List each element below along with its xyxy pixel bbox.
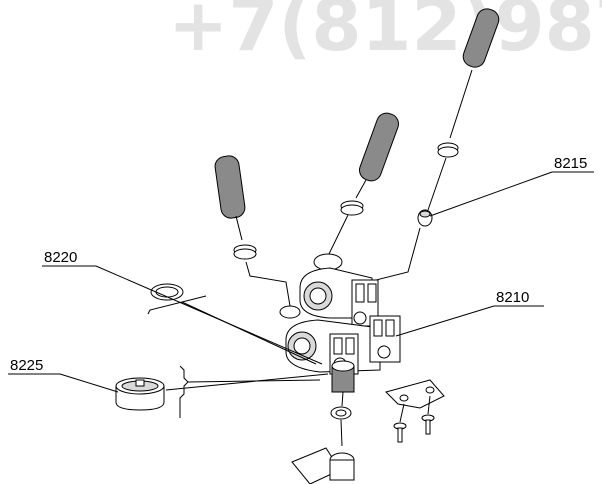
nipple-8215 xyxy=(417,209,433,227)
phone-watermark: +7(812)987-08 xyxy=(168,0,602,67)
lower-washer xyxy=(330,406,352,420)
callout-label-8215: 8215 xyxy=(554,155,587,172)
callout-8215: 8215 xyxy=(429,155,594,217)
hose-connector-bottom xyxy=(291,447,355,484)
hose-clamp-middle xyxy=(340,200,364,216)
hose-left xyxy=(214,155,246,219)
screw-left xyxy=(393,422,407,443)
callout-8220: 8220 xyxy=(42,249,323,365)
callout-label-8220: 8220 xyxy=(44,249,77,266)
hose-clamp-left xyxy=(233,244,257,260)
solenoid-valve-assembly xyxy=(279,253,401,393)
callout-8225: 8225 xyxy=(8,357,119,393)
callout-label-8225: 8225 xyxy=(10,357,43,374)
hose-clamp-right xyxy=(437,142,459,158)
callout-label-8210: 8210 xyxy=(496,289,529,306)
hose-middle xyxy=(359,112,399,182)
filter-cup-8225 xyxy=(115,377,165,411)
screw-right xyxy=(421,414,435,435)
hose-right xyxy=(462,8,500,68)
mounting-bracket xyxy=(385,379,445,409)
callout-8210: 8210 xyxy=(395,289,544,337)
